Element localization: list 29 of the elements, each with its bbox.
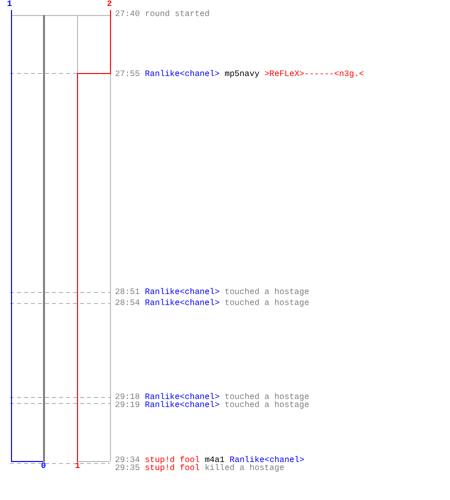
timestamp: 28:51 <box>115 288 140 297</box>
event-text: round started <box>144 10 210 19</box>
timestamp: 29:35 <box>115 464 140 473</box>
timestamp: 29:34 <box>115 456 140 465</box>
player-name: Ranlike<chanel> <box>144 70 220 79</box>
timestamp: 28:54 <box>115 299 140 308</box>
event-text: killed a hostage <box>204 464 284 473</box>
player-name: >ReFLeX>------<n3g.< <box>264 70 364 79</box>
player-name: Ranlike<chanel> <box>144 288 220 297</box>
count-number: 1 <box>7 0 12 9</box>
timestamp: 29:19 <box>115 401 140 410</box>
weapon-name: m4a1 <box>204 456 225 465</box>
timestamp: 27:55 <box>115 70 140 79</box>
weapon-name: mp5navy <box>224 70 260 79</box>
count-number: 2 <box>107 0 112 9</box>
count-number: 0 <box>41 462 46 471</box>
count-number: 1 <box>75 462 80 471</box>
event-text: touched a hostage <box>224 401 310 410</box>
player-name: Ranlike<chanel> <box>230 456 304 465</box>
timestamp: 27:40 <box>115 10 140 19</box>
player-name: Ranlike<chanel> <box>144 299 220 308</box>
player-name: Ranlike<chanel> <box>144 393 220 402</box>
timestamp: 29:18 <box>115 393 140 402</box>
event-text: touched a hostage <box>224 393 310 402</box>
player-name: stup!d fool <box>144 456 200 465</box>
player-name: Ranlike<chanel> <box>144 401 220 410</box>
event-text: touched a hostage <box>224 299 310 308</box>
event-text: touched a hostage <box>224 288 310 297</box>
player-name: stup!d fool <box>144 464 200 473</box>
